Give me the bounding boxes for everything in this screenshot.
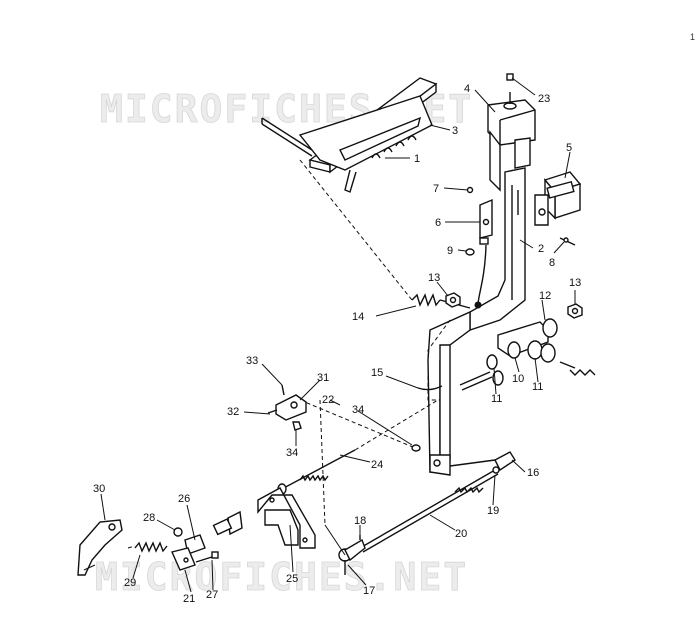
callout-2: 2 bbox=[538, 243, 544, 255]
part-31-bracket bbox=[267, 384, 421, 452]
callout-32: 32 bbox=[227, 406, 239, 418]
callout-19: 19 bbox=[487, 505, 499, 517]
callout-10: 10 bbox=[512, 373, 524, 385]
callout-12: 12 bbox=[539, 290, 551, 302]
callout-34-right: 34 bbox=[352, 404, 364, 416]
part-25-bracket bbox=[257, 487, 316, 549]
callout-22: 22 bbox=[322, 394, 334, 406]
part-8-pin bbox=[559, 237, 576, 246]
parts-bottom-left bbox=[77, 510, 243, 576]
part-22-line bbox=[319, 399, 326, 526]
callout-8: 8 bbox=[549, 257, 555, 269]
callout-5: 5 bbox=[566, 142, 572, 154]
callout-28: 28 bbox=[143, 512, 155, 524]
part-3-footrest bbox=[261, 77, 438, 193]
callout-30: 30 bbox=[93, 483, 105, 495]
callout-13-left: 13 bbox=[428, 272, 440, 284]
callout-7: 7 bbox=[433, 183, 439, 195]
callout-14: 14 bbox=[352, 311, 364, 323]
callout-1: 1 bbox=[414, 153, 420, 165]
callout-6: 6 bbox=[435, 217, 441, 229]
watermark-bottom: MICROFICHES.NET bbox=[95, 555, 468, 599]
part-13-nuts bbox=[445, 292, 583, 319]
callout-26: 26 bbox=[178, 493, 190, 505]
callout-24: 24 bbox=[371, 459, 383, 471]
callout-20: 20 bbox=[455, 528, 467, 540]
callout-25: 25 bbox=[286, 573, 298, 585]
callout-31: 31 bbox=[317, 372, 329, 384]
callout-34-left: 34 bbox=[286, 447, 298, 459]
part-5-box bbox=[534, 171, 582, 226]
part-20-rod bbox=[359, 451, 516, 553]
part-2-lever bbox=[427, 167, 526, 476]
callout-15: 15 bbox=[371, 367, 383, 379]
part-15-clip bbox=[417, 385, 443, 391]
callout-labels: 1 2 3 4 5 6 7 8 9 10 11 11 12 13 13 14 1… bbox=[93, 83, 581, 605]
corner-mark: 1 bbox=[690, 32, 695, 42]
leader-lines bbox=[100, 77, 576, 593]
pivot-assembly bbox=[459, 318, 596, 391]
callout-9: 9 bbox=[447, 245, 453, 257]
callout-11-left: 11 bbox=[491, 393, 502, 405]
callout-29: 29 bbox=[124, 577, 136, 589]
part-14-spring bbox=[299, 159, 471, 309]
callout-18: 18 bbox=[354, 515, 366, 527]
callout-17: 17 bbox=[363, 585, 375, 597]
callout-33: 33 bbox=[246, 355, 258, 367]
callout-4: 4 bbox=[464, 83, 470, 95]
callout-3: 3 bbox=[452, 125, 458, 137]
part-4-bracket bbox=[487, 73, 536, 192]
parts-6-7-9 bbox=[465, 186, 493, 309]
callout-27: 27 bbox=[206, 589, 218, 601]
callout-23: 23 bbox=[538, 93, 550, 105]
callout-16: 16 bbox=[527, 467, 539, 479]
callout-13-right: 13 bbox=[569, 277, 581, 289]
callout-11-right: 11 bbox=[532, 381, 543, 393]
callout-21: 21 bbox=[183, 593, 195, 605]
